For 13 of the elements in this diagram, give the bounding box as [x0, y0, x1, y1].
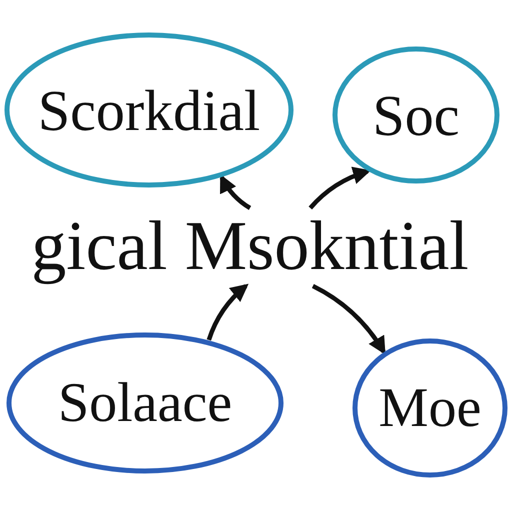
node-text: Moe	[378, 376, 482, 440]
ellipse-node	[4, 32, 294, 188]
arrow	[220, 174, 252, 210]
node-text: Solaace	[58, 371, 232, 435]
node-text: Soc	[372, 82, 460, 148]
central-text: gical Msokntial	[31, 207, 469, 287]
arrow	[308, 167, 371, 210]
ellipse-node	[332, 46, 500, 184]
arrow	[206, 284, 249, 341]
ellipse-node	[6, 332, 284, 474]
arrow	[312, 284, 386, 355]
node-text: Scorkdial	[38, 76, 260, 144]
ellipse-node	[352, 338, 508, 478]
